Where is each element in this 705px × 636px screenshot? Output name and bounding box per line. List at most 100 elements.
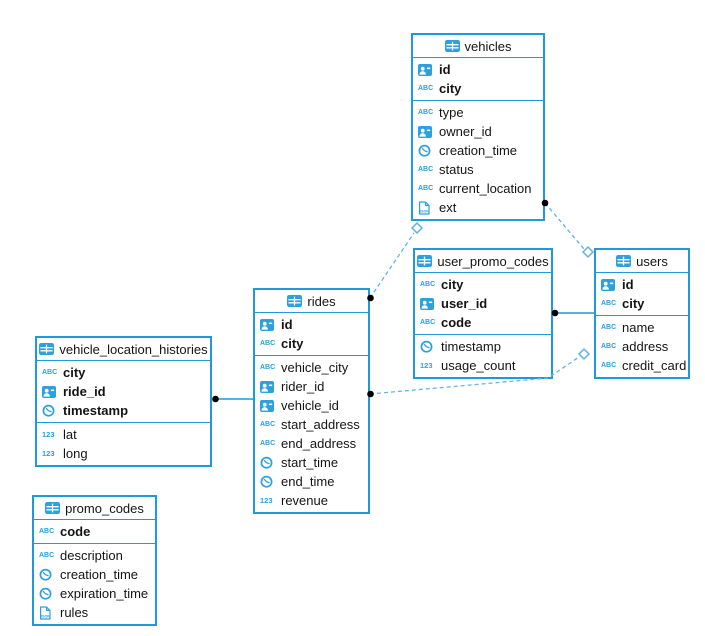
field-name: city [622, 296, 645, 311]
table-icon [444, 40, 460, 52]
abc-icon: ABC [420, 281, 436, 288]
abc-icon: ABC [39, 528, 55, 535]
json-icon: JSON [418, 200, 439, 215]
clock-icon [260, 475, 281, 488]
relationship-dot-marker [212, 395, 219, 403]
abc-icon: ABC [260, 364, 276, 371]
field-name: code [441, 315, 472, 330]
field-name: current_location [439, 181, 532, 196]
field-name: long [63, 446, 88, 461]
table-header[interactable]: rides [255, 290, 368, 313]
field-name: rules [60, 605, 89, 620]
field-name: timestamp [441, 339, 501, 354]
table-header[interactable]: vehicles [413, 35, 543, 58]
field-name: type [439, 105, 464, 120]
field-name: id [281, 317, 293, 332]
field-name: address [622, 339, 669, 354]
id-icon [260, 380, 281, 393]
field-name: ext [439, 200, 457, 215]
field-name: end_address [281, 436, 357, 451]
relationship-line [369, 232, 415, 299]
pk-row: timestamp [37, 401, 210, 420]
num-icon: 123 [42, 448, 55, 458]
abc-icon: ABC [418, 185, 434, 192]
field-name: user_id [441, 296, 488, 311]
field-name: code [60, 524, 91, 539]
field-name: city [63, 365, 86, 380]
relationship-diamond-marker [410, 221, 424, 235]
abc-icon: ABC [601, 300, 617, 307]
abc-icon: ABC [601, 324, 617, 331]
column-row: start_time [255, 453, 368, 472]
field-name: vehicle_id [281, 398, 339, 413]
table-icon [39, 343, 55, 355]
id-icon [418, 63, 439, 76]
table-icon [417, 255, 433, 267]
pk-row: id [413, 60, 543, 79]
table-title: vehicle_location_histories [59, 341, 208, 357]
num-icon: 123 [42, 429, 55, 439]
primary-key-section: ABC code [34, 520, 155, 544]
abc-icon: ABC [418, 109, 434, 116]
clock-icon [418, 144, 439, 157]
field-name: name [622, 320, 655, 335]
id-icon [42, 385, 63, 398]
column-row: vehicle_id [255, 396, 368, 415]
pk-row: ride_id [37, 382, 210, 401]
field-name: timestamp [63, 403, 129, 418]
pk-row: ABC city [255, 334, 368, 353]
field-name: description [60, 548, 123, 563]
table-title: user_promo_codes [437, 253, 549, 269]
table-header[interactable]: vehicle_location_histories [37, 338, 210, 361]
field-name: owner_id [439, 124, 492, 139]
table-header[interactable]: promo_codes [34, 497, 155, 520]
svg-text:JSON: JSON [40, 614, 51, 618]
json-icon: JSON [39, 605, 60, 620]
abc-icon: ABC [601, 343, 617, 350]
field-name: revenue [281, 493, 328, 508]
field-name: rider_id [281, 379, 325, 394]
relationship-user_promo_codes-to-users [551, 309, 594, 317]
pk-row: ABC code [34, 522, 155, 541]
field-name: ride_id [63, 384, 106, 399]
abc-icon: ABC [420, 319, 436, 326]
pk-row: ABC city [596, 294, 688, 313]
pk-row: user_id [415, 294, 551, 313]
table-header[interactable]: users [596, 250, 688, 273]
table-header[interactable]: user_promo_codes [415, 250, 551, 273]
column-row: creation_time [413, 141, 543, 160]
relationship-vehicle_location_histories-to-rides [212, 395, 253, 403]
abc-icon: ABC [260, 340, 276, 347]
field-name: city [281, 336, 304, 351]
pk-row: ABC code [415, 313, 551, 332]
abc-icon: ABC [42, 369, 58, 376]
column-row: creation_time [34, 565, 155, 584]
id-icon [420, 297, 441, 310]
field-name: end_time [281, 474, 335, 489]
abc-icon: ABC [39, 552, 55, 559]
column-row: rider_id [255, 377, 368, 396]
table-icon [287, 295, 303, 307]
field-name: start_time [281, 455, 339, 470]
table-title: rides [307, 293, 336, 309]
column-row: ABC description [34, 546, 155, 565]
field-name: city [439, 81, 462, 96]
field-name: status [439, 162, 474, 177]
